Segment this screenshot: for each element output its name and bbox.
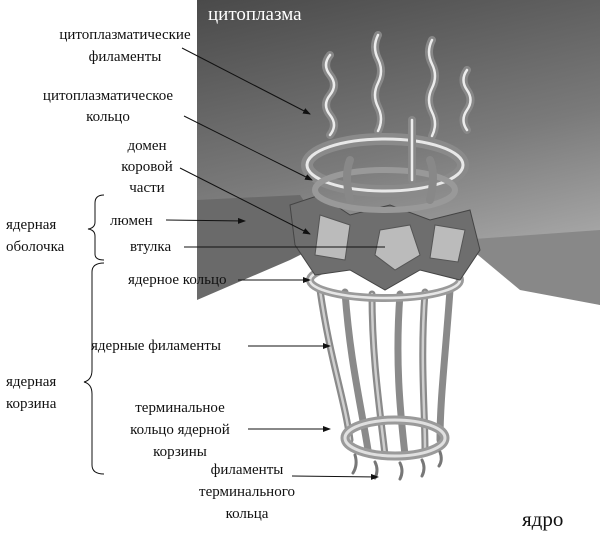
label-core-domain-3: части [129,180,164,196]
leader-lines [83,47,385,480]
label-cyto-ring-2: кольцо [86,109,130,125]
label-terminal-filaments-2: терминального [199,484,295,500]
label-cyto-filaments-2: филаменты [89,49,162,65]
label-basket-1: ядерная [6,374,56,390]
label-cyto-filaments-1: цитоплазматические [59,27,191,43]
pore-core [289,133,481,302]
label-nuclear-filaments: ядерные филаменты [91,338,221,354]
label-hub: втулка [130,239,171,255]
label-terminal-filaments-3: кольца [226,506,269,522]
cytoplasm-label: цитоплазма [208,4,302,25]
nucleus-label: ядро [522,507,563,531]
terminal-filaments [351,450,443,481]
basket-bracket [83,262,105,475]
cytoplasmic-filaments [322,31,475,204]
label-nuclear-ring: ядерное кольцо [128,272,227,288]
label-core-domain-2: коровой [121,159,173,175]
label-terminal-ring-1: терминальное [135,400,225,416]
label-terminal-ring-3: корзины [153,444,207,460]
label-envelope-2: оболочка [6,239,65,255]
labels: цитоплазматические филаменты цитоплазмат… [6,27,563,531]
label-terminal-ring-2: кольцо ядерной [130,422,230,438]
label-basket-2: корзина [6,396,57,412]
envelope-bracket [87,194,105,261]
label-terminal-filaments-1: филаменты [211,462,284,478]
label-lumen: люмен [110,213,153,229]
nuclear-basket [316,286,454,481]
label-cyto-ring-1: цитоплазматическое [43,88,173,104]
label-core-domain-1: домен [127,138,166,154]
label-envelope-1: ядерная [6,217,56,233]
